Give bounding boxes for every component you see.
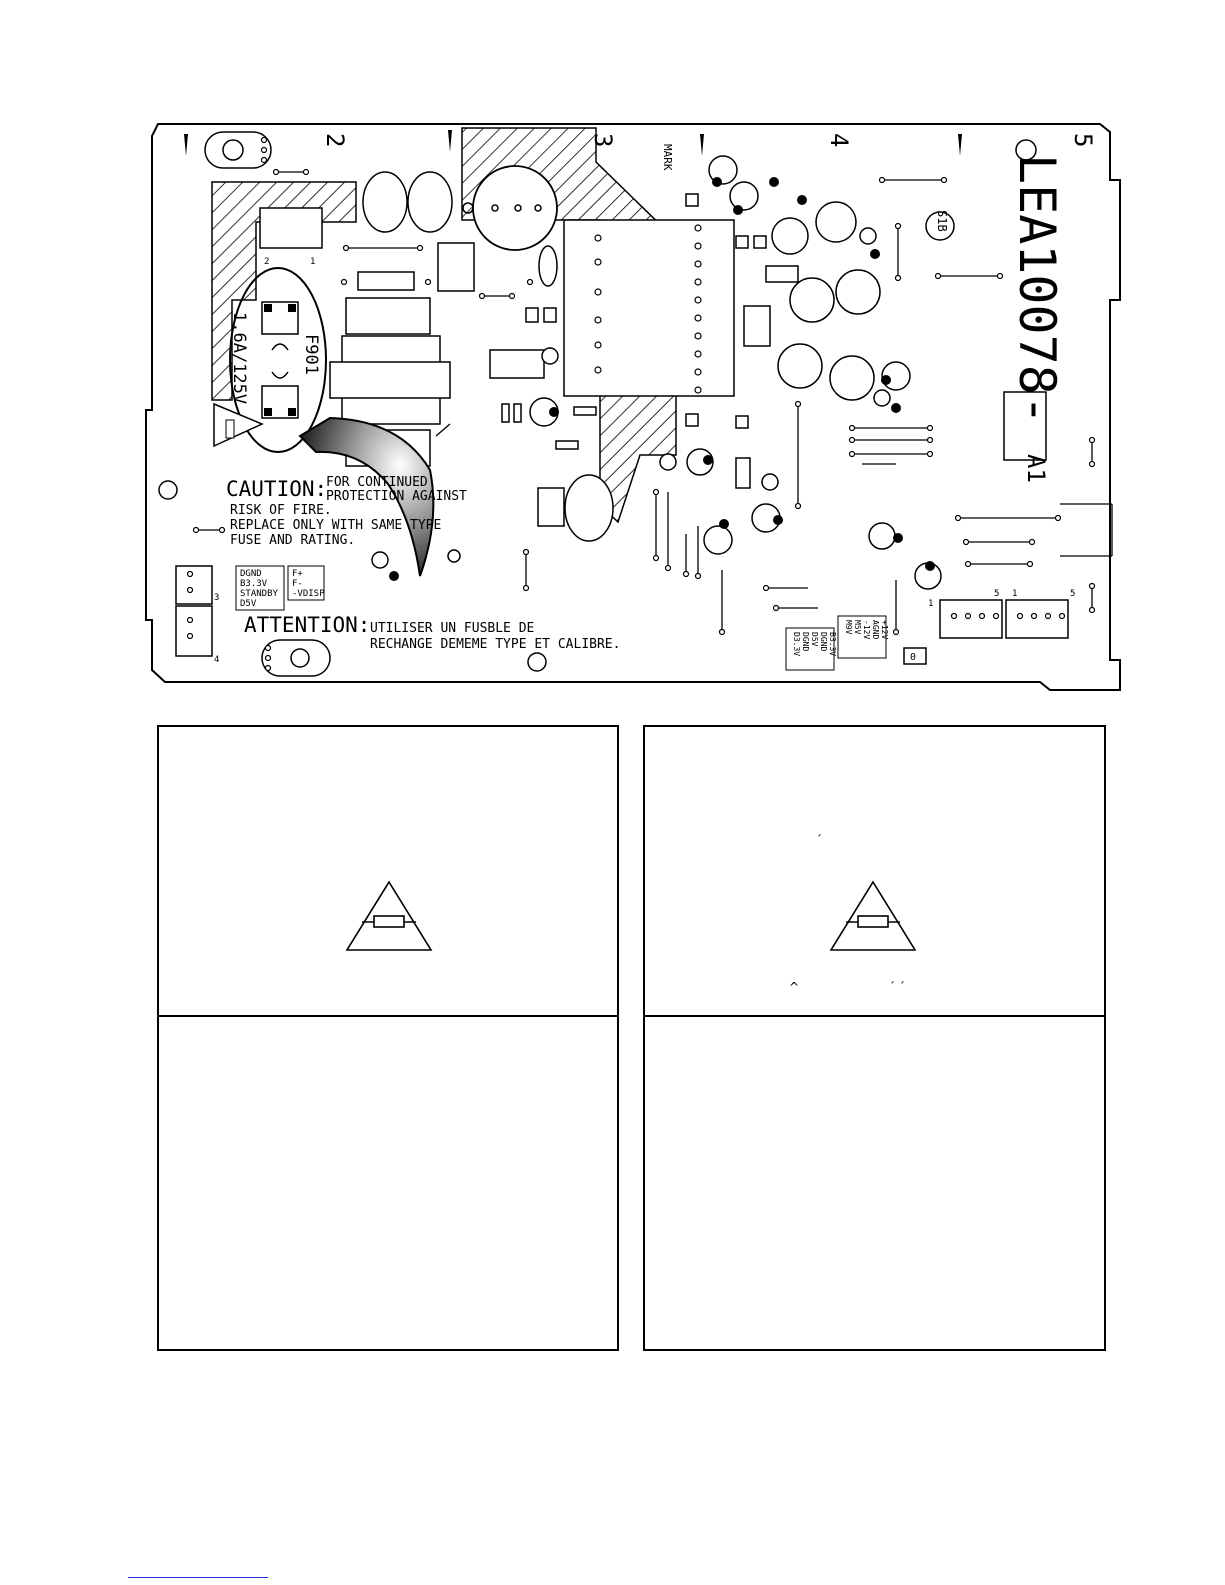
svg-text:DGND: DGND xyxy=(240,569,262,579)
svg-text:1: 1 xyxy=(1012,589,1017,599)
board-revision: A1 xyxy=(1022,454,1050,483)
svg-text:AGND: AGND xyxy=(871,620,880,639)
attention-heading: ATTENTION: xyxy=(244,613,370,637)
svg-text:D5V: D5V xyxy=(240,599,257,609)
small-box-label: 0 xyxy=(910,652,916,663)
svg-text:DGND: DGND xyxy=(801,632,810,651)
notice-strip-right xyxy=(643,1017,1106,1061)
traces xyxy=(196,171,1113,632)
connector-label-d: +12V AGND -12V M5V M9V xyxy=(837,615,889,659)
pad-numbers: 2 1 3 4 5 1 5 1 xyxy=(214,257,1075,665)
connector-label-c: B3.3V DGND D5V DGND D3.3V xyxy=(785,627,837,671)
svg-text:STANDBY: STANDBY xyxy=(240,589,279,599)
filled-pads xyxy=(389,177,935,581)
caution-line-1: FOR CONTINUED xyxy=(326,475,428,490)
grid-number-4: 4 xyxy=(825,133,853,147)
notice-panel-right: ´ ^ ´ ´ xyxy=(643,725,1106,1017)
connector-label-a: DGND B3.3V STANDBY D5V xyxy=(235,565,285,611)
grid-number-5: 5 xyxy=(1069,133,1097,147)
attention-line-2: RECHANGE DEMEME TYPE ET CALIBRE. xyxy=(370,637,620,652)
board-outline xyxy=(145,123,1121,691)
heatsink-block xyxy=(563,219,735,397)
svg-text:3: 3 xyxy=(214,593,219,603)
board-part-number: LEA10078- xyxy=(1008,154,1066,425)
svg-text:5: 5 xyxy=(1070,589,1075,599)
fuse-area xyxy=(213,267,327,453)
fuse-warning-icon xyxy=(829,880,917,951)
svg-text:-VDISP: -VDISP xyxy=(292,589,325,599)
svg-text:2: 2 xyxy=(264,257,269,267)
footer-rule xyxy=(128,1577,268,1578)
caution-line-3: RISK OF FIRE. xyxy=(230,503,332,518)
svg-text:4: 4 xyxy=(214,655,219,665)
mounting-tab-bottom xyxy=(261,639,331,677)
notice-body-right xyxy=(643,1059,1106,1351)
caution-heading: CAUTION: xyxy=(226,477,327,501)
hatched-region-left xyxy=(211,181,357,401)
svg-text:F+: F+ xyxy=(292,569,303,579)
svg-text:1: 1 xyxy=(310,257,315,267)
svg-text:DGND: DGND xyxy=(819,632,828,651)
heatsink-pins xyxy=(594,224,702,394)
grid-numbers: 2 3 4 5 xyxy=(321,133,1097,147)
connector-label-b: F+ F- -VDISP xyxy=(287,565,325,601)
svg-text:F-: F- xyxy=(292,579,303,589)
fuse-reference: F901 xyxy=(301,334,321,375)
svg-text:1: 1 xyxy=(928,599,933,609)
grid-number-2: 2 xyxy=(321,133,349,147)
caution-line-5: FUSE AND RATING. xyxy=(230,533,355,548)
attention-notice: ATTENTION: UTILISER UN FUSBLE DE RECHANG… xyxy=(244,613,620,652)
fuse-pointer-arrow xyxy=(298,416,435,577)
marker-label: MARK xyxy=(661,144,674,171)
svg-text:M5V: M5V xyxy=(853,620,862,635)
component-code: S1B xyxy=(935,210,949,232)
mounting-tab-top xyxy=(204,131,272,169)
svg-text:5: 5 xyxy=(994,589,999,599)
svg-text:+12V: +12V xyxy=(880,620,889,639)
svg-text:B3.3V: B3.3V xyxy=(828,632,837,656)
caution-line-2: PROTECTION AGAINST xyxy=(326,489,467,504)
accent-mark-3: ´ ´ xyxy=(889,980,905,994)
caution-line-4: REPLACE ONLY WITH SAME TYPE xyxy=(230,518,441,533)
fuse-highlight-oval xyxy=(229,267,327,453)
svg-text:B3.3V: B3.3V xyxy=(240,579,268,589)
round-components xyxy=(158,139,1037,672)
notice-panel-left xyxy=(157,725,619,1017)
attention-line-1: UTILISER UN FUSBLE DE xyxy=(370,621,534,636)
grid-number-3: 3 xyxy=(589,133,617,147)
notice-body-left xyxy=(157,1059,619,1351)
oval-components xyxy=(362,171,614,542)
svg-text:M9V: M9V xyxy=(844,620,853,635)
svg-text:D5V: D5V xyxy=(810,632,819,647)
fuse-warning-icon xyxy=(345,880,433,951)
pcb-layout-diagram: 2 3 4 5 LEA10078- A1 F901 1.6A/125V MARK… xyxy=(145,123,1121,691)
accent-mark-2: ^ xyxy=(789,980,800,994)
fuse-rating: 1.6A/125V xyxy=(229,312,249,404)
grid-tick-marks xyxy=(184,130,962,156)
notice-strip-left xyxy=(157,1017,619,1061)
accent-mark-1: ´ xyxy=(816,833,822,847)
vias xyxy=(186,136,1096,672)
caution-notice: CAUTION: FOR CONTINUED PROTECTION AGAINS… xyxy=(226,475,467,548)
svg-text:-12V: -12V xyxy=(862,620,871,639)
svg-text:D3.3V: D3.3V xyxy=(792,632,801,656)
